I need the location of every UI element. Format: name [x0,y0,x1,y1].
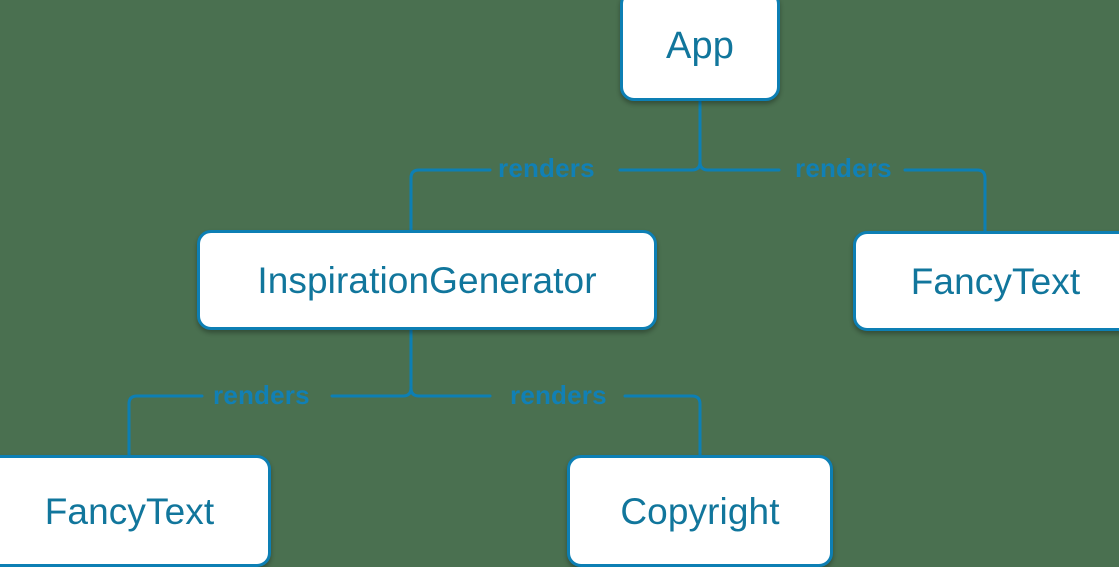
edge-inspiration-to-fancytext-left [127,394,204,457]
edge-app-stem-left [618,160,702,172]
node-app-label: App [666,24,734,67]
node-copyright[interactable]: Copyright [567,455,833,567]
edge-label-inspiration-generator-to-fancytext-left: renders [213,380,310,410]
node-fancytext-left-label: FancyText [44,490,215,532]
edge-inspiration-stem-left [330,386,413,398]
edge-inspiration-stem [409,328,492,398]
edge-app-to-inspiration [409,168,492,232]
node-copyright-label: Copyright [620,490,780,532]
node-app[interactable]: App [620,0,780,101]
node-fancytext-left[interactable]: FancyText [0,455,271,567]
node-inspiration-generator[interactable]: InspirationGenerator [197,230,657,330]
edge-label-app-to-fancytext-right: renders [795,153,892,183]
edge-app-stem [698,99,781,172]
node-inspiration-generator-label: InspirationGenerator [257,259,597,301]
edge-app-to-fancytext-right [903,168,987,233]
edge-label-app-to-inspiration-generator: renders [498,153,595,183]
edge-inspiration-to-copyright [623,394,702,457]
node-fancytext-right-label: FancyText [910,260,1081,302]
edge-label-inspiration-generator-to-copyright: renders [510,380,607,410]
node-fancytext-right[interactable]: FancyText [853,231,1119,331]
